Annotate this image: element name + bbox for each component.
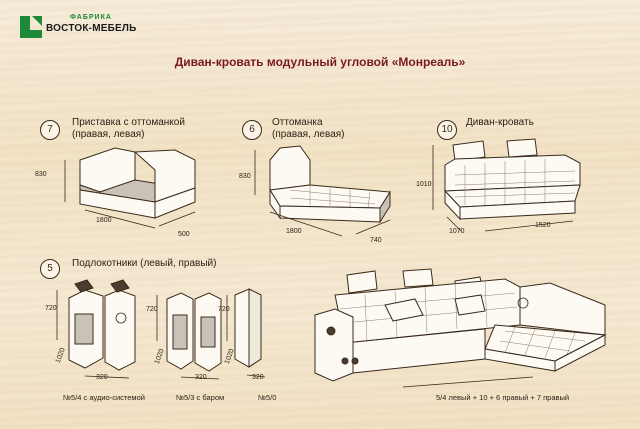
page-title: Диван-кровать модульный угловой «Монреал… <box>174 55 466 69</box>
module-6-drawing <box>254 145 391 237</box>
dim-height: 720 <box>146 306 158 313</box>
module-label: Приставка с оттоманкой <box>72 117 185 128</box>
armrest-5-3-drawing <box>156 292 222 380</box>
module-label: Оттоманка <box>272 117 323 128</box>
dim-depth: 1070 <box>449 228 465 235</box>
dim-height: 1010 <box>416 181 432 188</box>
dim-depth: 740 <box>370 237 382 244</box>
dim-height: 830 <box>239 173 251 180</box>
armrest-caption: №5/0 <box>258 393 277 402</box>
dim-height: 830 <box>35 171 47 178</box>
dim-height: 720 <box>218 306 230 313</box>
module-number-badge: 6 <box>242 120 262 140</box>
armrest-caption: №5/4 с аудио-системой <box>63 393 145 402</box>
armrest-caption: №5/3 с баром <box>176 393 225 402</box>
dim-depth: 500 <box>178 231 190 238</box>
module-sublabel: (правая, левая) <box>72 129 145 140</box>
dim-height: 720 <box>45 305 57 312</box>
brand-small-text: ФАБРИКА <box>70 14 112 21</box>
module-label: Подлокотники (левый, правый) <box>72 258 217 269</box>
module-10-drawing <box>432 138 581 232</box>
dim-width: 320 <box>252 374 264 381</box>
armrest-5-0-drawing <box>226 288 266 378</box>
module-number-badge: 7 <box>40 120 60 140</box>
dim-length: 1800 <box>286 228 302 235</box>
assembled-sofa-drawing <box>314 268 607 388</box>
module-number-badge: 10 <box>437 120 457 140</box>
dim-length: 1800 <box>96 217 112 224</box>
module-sublabel: (правая, левая) <box>272 129 345 140</box>
dim-width: 320 <box>96 374 108 381</box>
module-label: Диван-кровать <box>466 117 534 128</box>
dim-length: 1520 <box>535 222 551 229</box>
module-7-drawing <box>64 147 196 229</box>
module-number-badge: 5 <box>40 259 60 279</box>
armrest-5-4-drawing <box>56 279 136 379</box>
brand-logo: ФАБРИКА ВОСТОК-МЕБЕЛЬ <box>18 12 138 42</box>
dim-width: 320 <box>195 374 207 381</box>
brand-name: ВОСТОК-МЕБЕЛЬ <box>46 23 137 34</box>
assembly-caption: 5/4 левый + 10 + 6 правый + 7 правый <box>436 393 570 402</box>
brand-mark-icon <box>20 16 42 38</box>
